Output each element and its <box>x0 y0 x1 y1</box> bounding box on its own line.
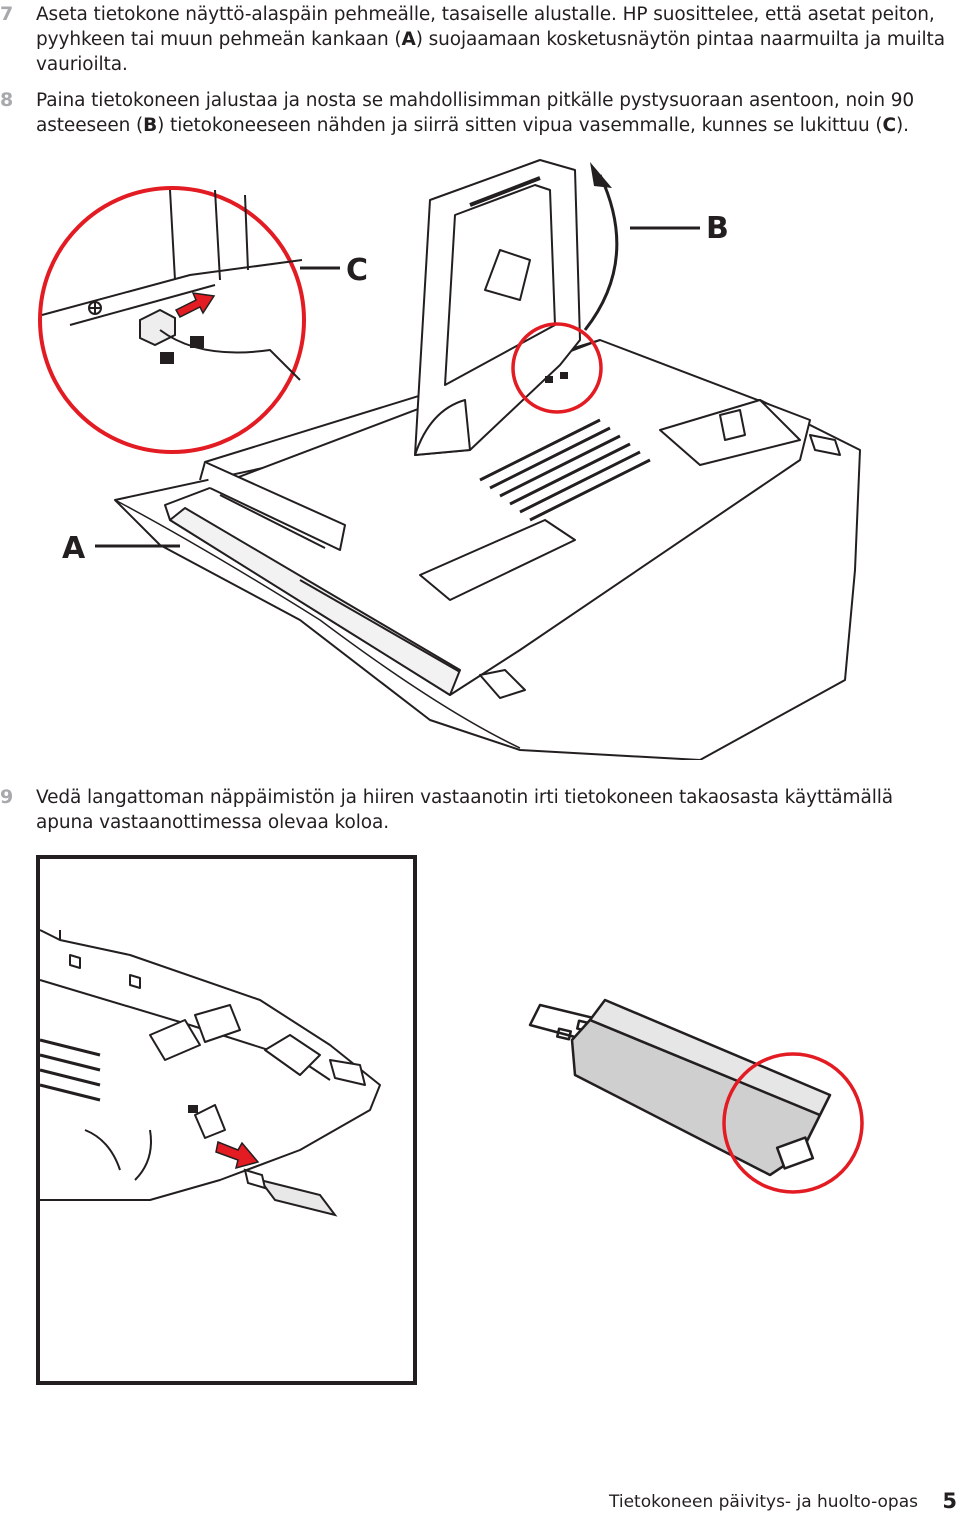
step-number: 8 <box>0 89 14 111</box>
callout-reference: A <box>401 29 416 50</box>
pull-arrow <box>215 1140 260 1170</box>
text-segment: ) suojaamaan kosketusnäytön pintaa naarm… <box>36 29 945 75</box>
text-segment: Aseta tietokone näyttö-alaspäin pehmeäll… <box>36 4 935 50</box>
step-text: Vedä langattoman näppäimistön ja hiiren … <box>36 785 945 835</box>
step-number: 7 <box>0 3 14 25</box>
latch-circle <box>511 322 603 414</box>
callout-c: C <box>346 253 368 288</box>
step-number: 9 <box>0 786 14 808</box>
callout-reference: C <box>882 115 897 136</box>
lock-icons <box>160 336 204 364</box>
small-receiver <box>243 1168 338 1217</box>
text-segment: ). <box>896 115 909 136</box>
figure-stand-lock: A B C <box>0 150 960 760</box>
detail-frame <box>36 855 417 1385</box>
figure-receiver <box>0 850 960 1390</box>
callout-b: B <box>706 211 729 246</box>
text-segment: Paina tietokoneen jalustaa ja nosta se m… <box>36 90 915 136</box>
footer-title: Tietokoneen päivitys- ja huolto-opas <box>609 1492 918 1512</box>
page-number: 5 <box>942 1489 957 1513</box>
usb-receiver <box>528 998 832 1177</box>
page-footer: Tietokoneen päivitys- ja huolto-opas 5 <box>0 1489 960 1518</box>
latch-icons <box>545 372 568 383</box>
receiver-slot-circle <box>722 1052 864 1194</box>
callout-a: A <box>62 531 86 566</box>
step-text: Aseta tietokone näyttö-alaspäin pehmeäll… <box>36 2 945 77</box>
step-7: 7 Aseta tietokone näyttö-alaspäin pehmeä… <box>0 2 945 82</box>
step-9: 9 Vedä langattoman näppäimistön ja hiire… <box>0 785 945 840</box>
step-8: 8 Paina tietokoneen jalustaa ja nosta se… <box>0 88 945 143</box>
text-segment: ) tietokoneeseen nähden ja siirrä sitten… <box>157 115 883 136</box>
step-text: Paina tietokoneen jalustaa ja nosta se m… <box>36 88 945 138</box>
rotation-arrowhead <box>590 162 612 188</box>
callout-reference: B <box>143 115 158 136</box>
lock-arrow <box>174 292 216 318</box>
lock-detail-circle <box>38 186 306 454</box>
stand-illustration: A B C <box>38 159 861 760</box>
receiver-illustration <box>36 855 864 1385</box>
text-segment: Vedä langattoman näppäimistön ja hiiren … <box>36 787 894 833</box>
